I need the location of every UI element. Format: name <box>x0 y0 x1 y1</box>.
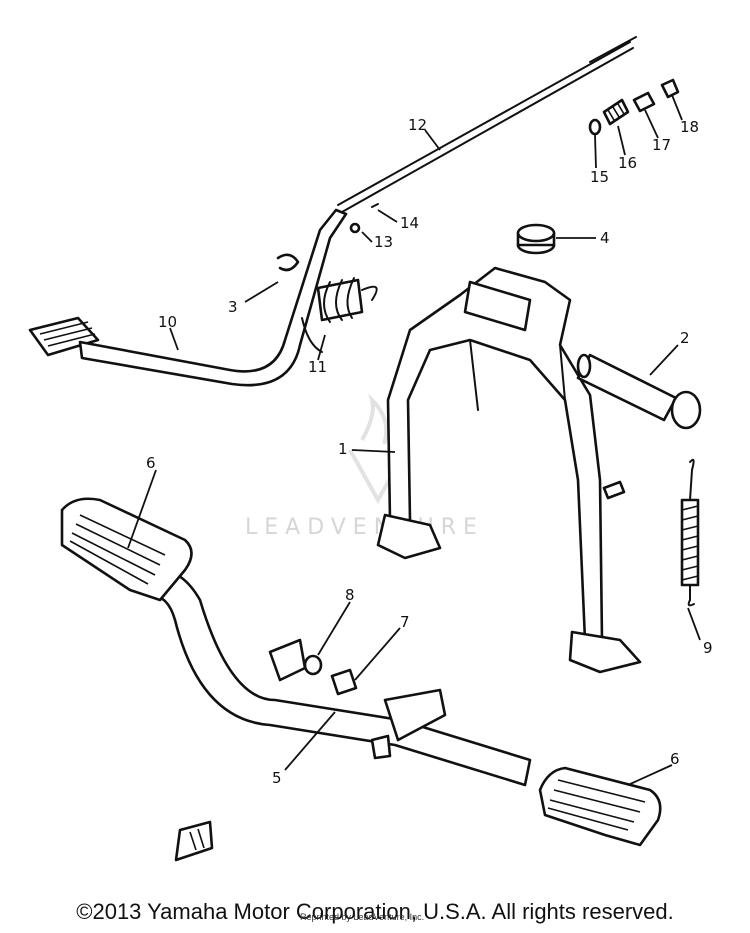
callout-16: 16 <box>618 154 637 172</box>
inset-hatch <box>189 828 205 851</box>
callout-18: 18 <box>680 118 699 136</box>
footrest-left <box>60 497 193 602</box>
callout-17: 17 <box>652 136 671 154</box>
callout-12: 12 <box>408 116 427 134</box>
stand-stopper <box>516 223 556 255</box>
callout-7: 7 <box>400 613 410 631</box>
rod-hardware <box>588 78 680 136</box>
rod-pin-parts <box>349 203 379 234</box>
callout-3: 3 <box>228 298 238 316</box>
pivot-shaft <box>576 353 702 430</box>
clip <box>276 253 300 272</box>
footrest-bolt <box>303 654 358 696</box>
callout-10: 10 <box>158 313 177 331</box>
callout-8: 8 <box>345 586 355 604</box>
brake-pedal <box>28 208 348 387</box>
callout-1: 1 <box>338 440 348 458</box>
callout-13: 13 <box>374 233 393 251</box>
footrest-bar <box>148 568 532 787</box>
brake-rod <box>337 36 637 213</box>
copyright-text: ©2013 Yamaha Motor Corporation, U.S.A. A… <box>76 899 674 924</box>
callout-4: 4 <box>600 229 610 247</box>
callout-9: 9 <box>703 639 713 657</box>
callout-15: 15 <box>590 168 609 186</box>
center-stand <box>376 266 642 674</box>
watermark-text: LEADVENTURE <box>245 515 484 540</box>
callout-2: 2 <box>680 329 690 347</box>
callout-6a: 6 <box>146 454 156 472</box>
callout-14: 14 <box>400 214 419 232</box>
callout-6b: 6 <box>670 750 680 768</box>
inset-mark <box>174 820 214 862</box>
stand-spring <box>602 458 700 607</box>
callout-11: 11 <box>308 358 327 376</box>
reprint-note: Reprinted by LeadVenture, Inc. <box>300 912 425 922</box>
callout-5: 5 <box>272 769 282 787</box>
callout-leaders <box>127 94 701 786</box>
footrest-right <box>538 766 662 847</box>
